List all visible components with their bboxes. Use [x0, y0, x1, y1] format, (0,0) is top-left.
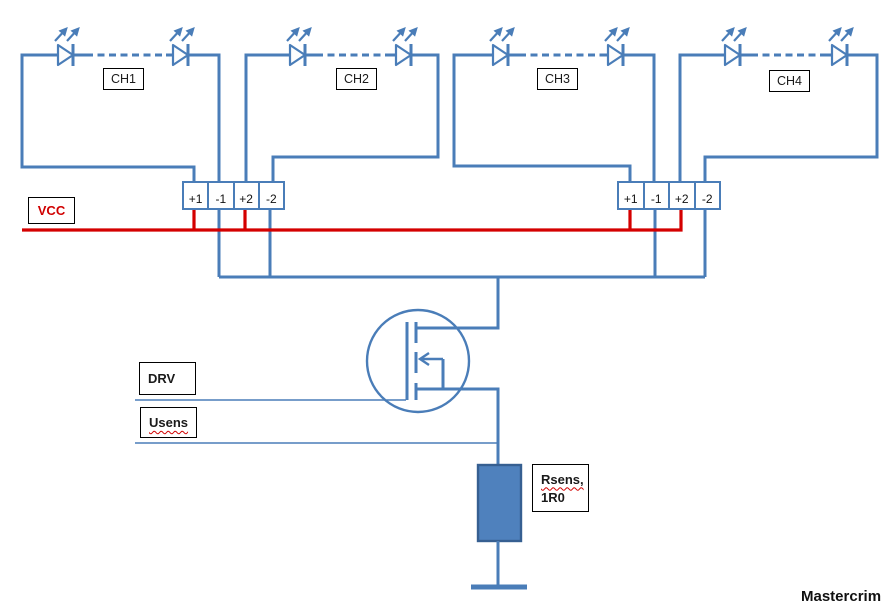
light-arrows-icon	[828, 27, 854, 42]
watermark: Mastercrim	[801, 588, 882, 605]
mosfet-icon	[365, 308, 500, 466]
light-arrows-icon	[286, 27, 312, 42]
led-icon	[491, 43, 510, 67]
terminal-minus1: -1	[207, 183, 232, 208]
ch1-wiring	[20, 27, 221, 181]
terminal-block-right: +1 -1 +2 -2	[617, 181, 721, 210]
ch4-label-box: CH4	[769, 70, 810, 92]
light-arrows-icon	[489, 27, 515, 42]
led-icon	[830, 43, 849, 67]
usens-label: Usens	[149, 415, 189, 430]
negative-return-bus	[217, 210, 707, 330]
drv-label-box: DRV	[139, 362, 196, 395]
vcc-rail	[22, 210, 683, 232]
terminal-plus2: +2	[668, 183, 694, 208]
ch3-wiring	[452, 27, 656, 181]
led-icon	[394, 43, 413, 67]
terminal-minus2: -2	[693, 183, 720, 208]
rsens-name: Rsens,	[541, 471, 584, 487]
light-arrows-icon	[721, 27, 747, 42]
ch4-wiring	[678, 27, 879, 181]
ch2-wiring	[244, 27, 440, 181]
led-icon	[606, 43, 625, 67]
light-arrows-icon	[54, 27, 80, 42]
terminal-minus2: -2	[257, 183, 283, 208]
led-icon	[56, 43, 75, 67]
ch2-label-box: CH2	[336, 68, 377, 90]
rsens-label-box: Rsens, 1R0	[532, 464, 589, 512]
light-arrows-icon	[604, 27, 630, 42]
usens-label-box: Usens	[140, 407, 197, 438]
rsens-resistor	[476, 463, 523, 587]
led-icon	[171, 43, 190, 67]
terminal-minus1: -1	[642, 183, 669, 208]
terminal-block-left: +1 -1 +2 -2	[182, 181, 285, 210]
ch3-label-box: CH3	[537, 68, 578, 90]
rsens-value: 1R0	[541, 489, 565, 505]
terminal-plus1: +1	[188, 192, 203, 206]
light-arrows-icon	[169, 27, 195, 42]
vcc-label-box: VCC	[28, 197, 75, 224]
led-icon	[288, 43, 307, 67]
terminal-plus2: +2	[232, 183, 258, 208]
ch1-label-box: CH1	[103, 68, 144, 90]
terminal-plus1: +1	[623, 192, 638, 206]
light-arrows-icon	[392, 27, 418, 42]
led-icon	[723, 43, 742, 67]
